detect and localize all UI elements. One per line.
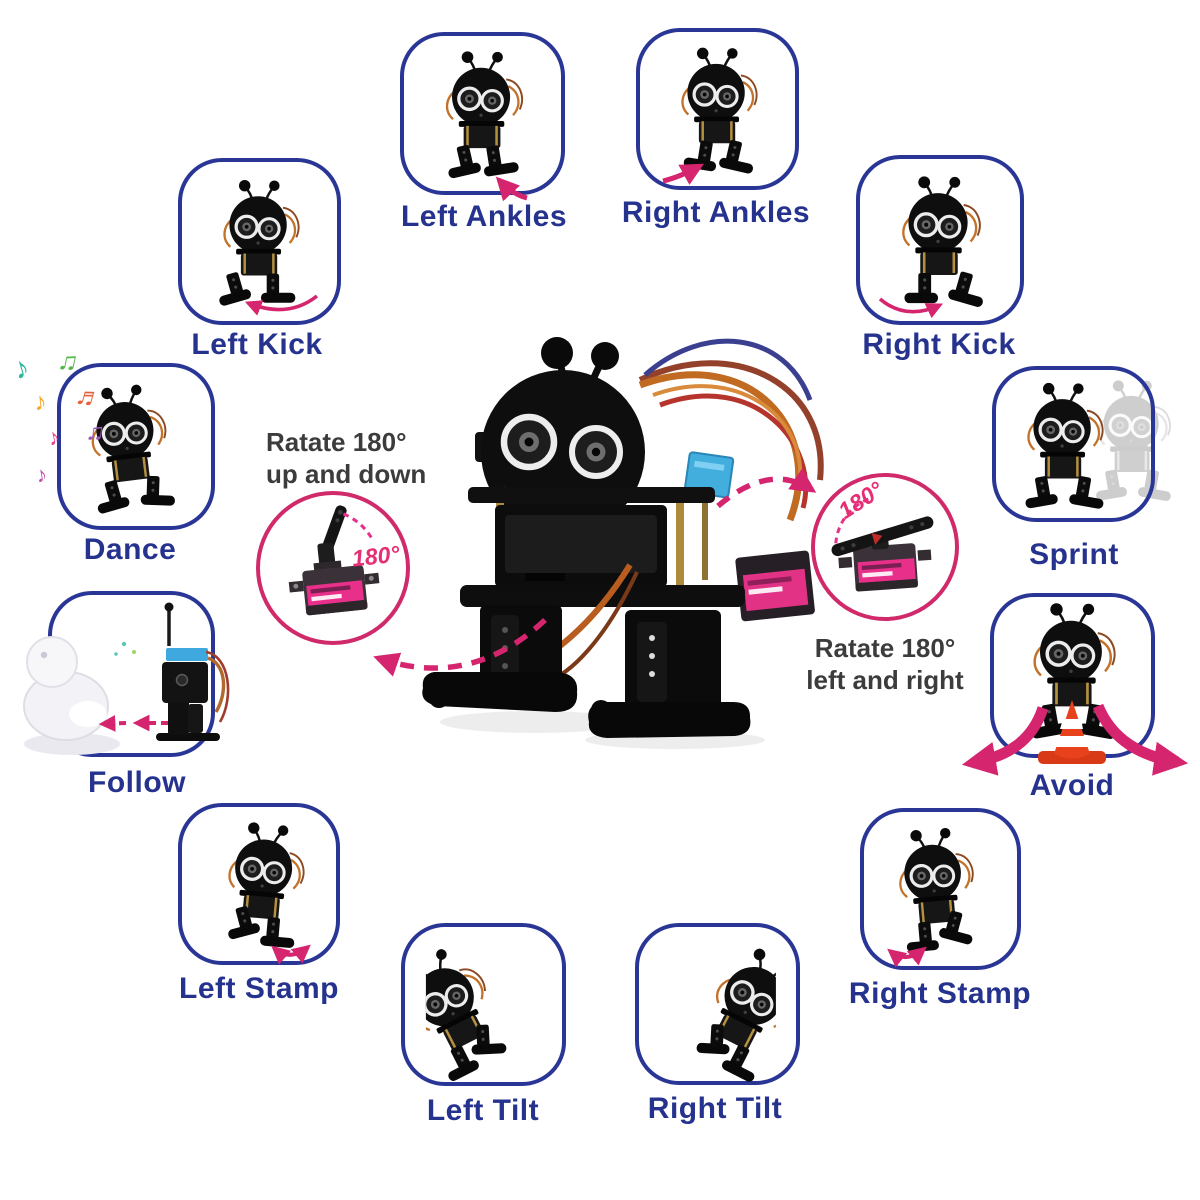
follow-robot-image [156, 602, 230, 741]
feature-label: Left Tilt [426, 1094, 540, 1127]
feature-label: Left Stamp [178, 972, 340, 1005]
robot-figure [91, 385, 175, 514]
feature-label: Sprint [1029, 538, 1119, 571]
feature-box-sprint [992, 366, 1155, 522]
feature-box-left-stamp [178, 803, 340, 965]
feature-box-left-ankles [400, 32, 565, 195]
follow-scene [23, 602, 230, 755]
feature-box-right-ankles [636, 28, 799, 190]
servo-motor-horizontal-arm-image [831, 496, 934, 592]
feature-box-avoid [990, 593, 1155, 758]
servo-motor-vertical-arm-image [288, 505, 380, 616]
robot-figure [218, 180, 299, 307]
feature-box-right-tilt [635, 923, 800, 1085]
feature-label: Follow [88, 766, 186, 799]
feature-box-left-kick [178, 158, 341, 325]
robot-figure [680, 47, 757, 174]
feature-label: Left Ankles [400, 200, 568, 233]
annotation-line: Ratate 180° [814, 633, 956, 663]
followed-object-image [23, 636, 136, 755]
robot-figure [898, 828, 974, 953]
feature-label: Right Tilt [647, 1092, 783, 1125]
feature-box-right-kick [856, 155, 1024, 325]
feature-box-left-tilt [401, 923, 566, 1086]
feature-label: Right Ankles [621, 196, 811, 229]
hip-servo [735, 550, 815, 622]
robot-figure [696, 948, 776, 1082]
annotation-line: left and right [806, 665, 964, 695]
feature-label: Right Kick [862, 328, 1016, 361]
robot-figure [902, 176, 983, 308]
robot-figure [425, 949, 506, 1081]
feature-label: Right Stamp [848, 977, 1032, 1010]
feature-label: Left Kick [191, 328, 323, 361]
robot-figure [1030, 603, 1116, 739]
servo-circle-left-right: 180° [811, 473, 959, 621]
follow-direction-arrows [98, 714, 168, 732]
annotation-line: up and down [266, 459, 427, 489]
music-note-icon: ♪ [32, 387, 48, 417]
feature-label: Dance [83, 533, 177, 566]
annotation-line: Ratate 180° [266, 427, 407, 457]
robot-figure [228, 822, 305, 949]
music-note-icon: ♫ [84, 416, 107, 448]
feature-box-dance [57, 363, 215, 530]
annotation-rotate-left-right: Ratate 180° left and right [803, 632, 967, 696]
center-robot-photo [422, 337, 824, 749]
feature-label: Avoid [1029, 769, 1115, 802]
robot-figure [445, 51, 523, 179]
annotation-rotate-up-down: Ratate 180° up and down [266, 426, 426, 490]
robot-figure [1025, 382, 1104, 509]
servo-circle-up-down: 180° [256, 491, 410, 645]
music-note-icon: ♪ [33, 461, 50, 488]
music-note-icon: ♪ [9, 350, 34, 387]
feature-box-right-stamp [860, 808, 1021, 970]
degree-label: 180° [350, 540, 401, 572]
